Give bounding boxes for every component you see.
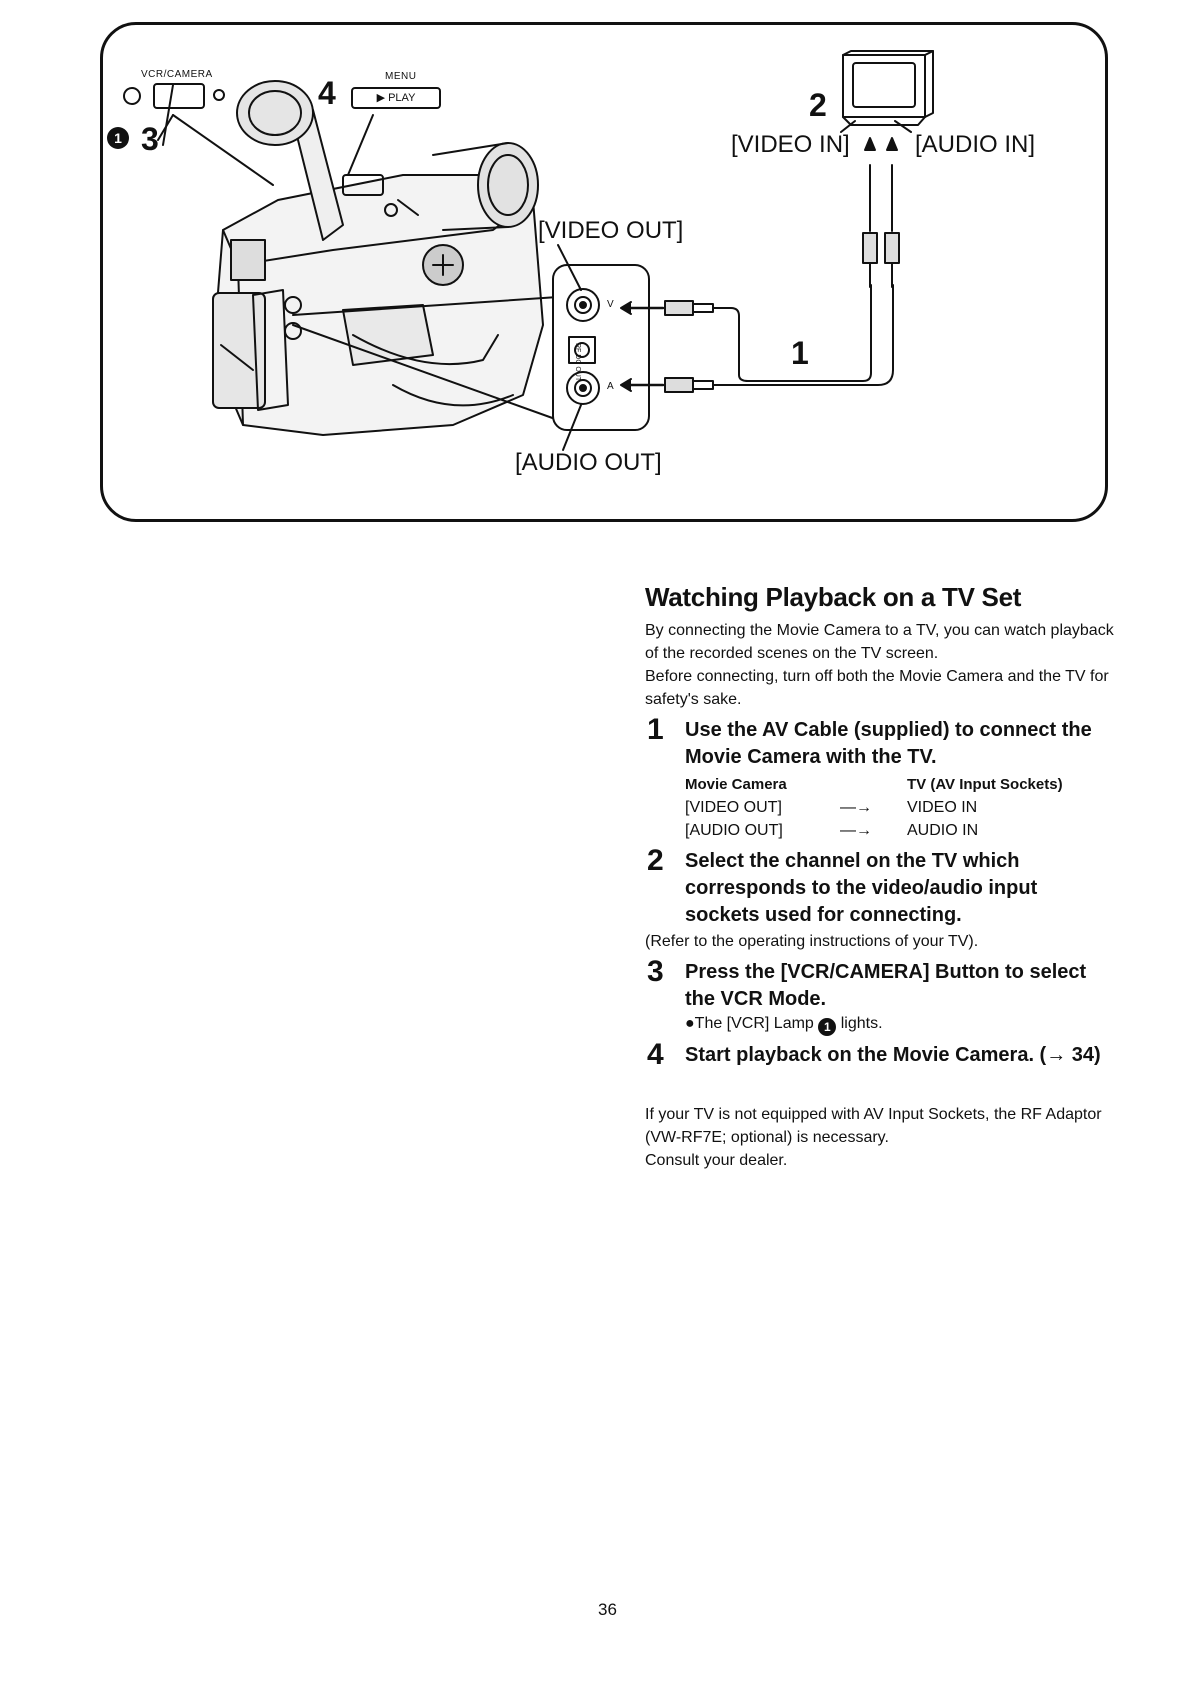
step-1: 1 Use the AV Cable (supplied) to connect…: [645, 713, 1115, 842]
table-header-row: Movie Camera TV (AV Input Sockets): [685, 773, 1115, 796]
socket-v-label: V: [607, 299, 615, 310]
connection-table: Movie Camera TV (AV Input Sockets) [VIDE…: [685, 773, 1115, 842]
vcr-lamp-icon: [123, 87, 141, 105]
play-label: ▶ PLAY: [376, 92, 416, 104]
page-number: 36: [598, 1600, 617, 1619]
circled-1-icon: 1: [818, 1018, 837, 1036]
intro-paragraph-2: Before connecting, turn off both the Mov…: [645, 668, 1109, 708]
table-cell-from: [AUDIO OUT]: [685, 822, 783, 839]
note-text: ●The [VCR] Lamp: [685, 1015, 814, 1032]
video-out-label: [VIDEO OUT]: [538, 217, 684, 244]
callout-1: 1: [791, 335, 809, 371]
step-heading: Start playback on the Movie Camera. (→ 3…: [685, 1044, 1101, 1066]
callout-4: 4: [318, 75, 336, 111]
step-2: 2 Select the channel on the TV which cor…: [645, 844, 1115, 929]
section-title: Watching Playback on a TV Set: [645, 582, 1022, 612]
intro-paragraph-1: By connecting the Movie Camera to a TV, …: [645, 622, 1114, 662]
audio-out-label: [AUDIO OUT]: [515, 449, 662, 476]
vcr-camera-button-cluster: VCR/CAMERA: [119, 69, 229, 119]
camcorder-drawing: [212, 80, 544, 436]
table-cell-to: AUDIO IN: [907, 822, 979, 839]
table-row: [AUDIO OUT] —→ AUDIO IN: [685, 819, 1115, 842]
step-heading: Press the [VCR/CAMERA] Button to select …: [685, 961, 1087, 1010]
table-header-tv: TV (AV Input Sockets): [907, 776, 1063, 793]
menu-label: MENU: [385, 71, 417, 82]
step-number: 1: [647, 713, 664, 746]
callout-3: 3: [141, 121, 159, 157]
watching-playback-section: Watching Playback on a TV Set By connect…: [645, 582, 1115, 1172]
step-3: 3 Press the [VCR/CAMERA] Button to selec…: [645, 955, 1115, 1036]
table-cell-to: VIDEO IN: [907, 799, 978, 816]
refer-note: (Refer to the operating instructions of …: [645, 933, 979, 950]
table-row: [VIDEO OUT] —→ VIDEO IN: [685, 796, 1115, 819]
table-cell-arrow: —→: [840, 799, 872, 816]
av-socket-panel: [552, 264, 650, 431]
socket-a-label: A: [607, 381, 615, 392]
rf-dc-out-label: RF DC OUT: [574, 343, 581, 382]
camera-lamp-icon: [213, 89, 225, 101]
av-cable: [620, 137, 900, 393]
tv-set: [842, 50, 934, 126]
note-line: Consult your dealer.: [645, 1152, 788, 1169]
note-line: If your TV is not equipped with AV Input…: [645, 1106, 1102, 1146]
audio-in-label: [AUDIO IN]: [915, 131, 1036, 158]
connection-illustration: VCR/CAMERA 1 3 4 MENU ▶ PLAY 2 [VIDEO IN…: [100, 22, 1108, 522]
table-cell-arrow: —→: [840, 822, 872, 839]
rf-adaptor-note: If your TV is not equipped with AV Input…: [645, 1103, 1115, 1172]
step-heading: Use the AV Cable (supplied) to connect t…: [685, 719, 1092, 768]
vcr-camera-label: VCR/CAMERA: [141, 69, 213, 80]
step-4: 4 Start playback on the Movie Camera. (→…: [645, 1038, 1115, 1071]
camera-tv-diagram: [157, 50, 934, 451]
callout-circled-1: 1: [107, 127, 129, 149]
step-heading: Select the channel on the TV which corre…: [685, 850, 1038, 926]
note-text: lights.: [840, 1015, 883, 1032]
video-in-label: [VIDEO IN]: [731, 131, 850, 158]
play-button: ▶ PLAY: [351, 87, 441, 109]
table-cell-from: [VIDEO OUT]: [685, 799, 782, 816]
step-number: 3: [647, 955, 664, 988]
callout-2: 2: [809, 87, 827, 123]
step-note: ●The [VCR] Lamp 1 lights.: [685, 1013, 1115, 1036]
step-number: 4: [647, 1038, 664, 1071]
table-header-camera: Movie Camera: [685, 776, 787, 793]
step-number: 2: [647, 844, 664, 877]
vcr-camera-button: [153, 83, 205, 109]
